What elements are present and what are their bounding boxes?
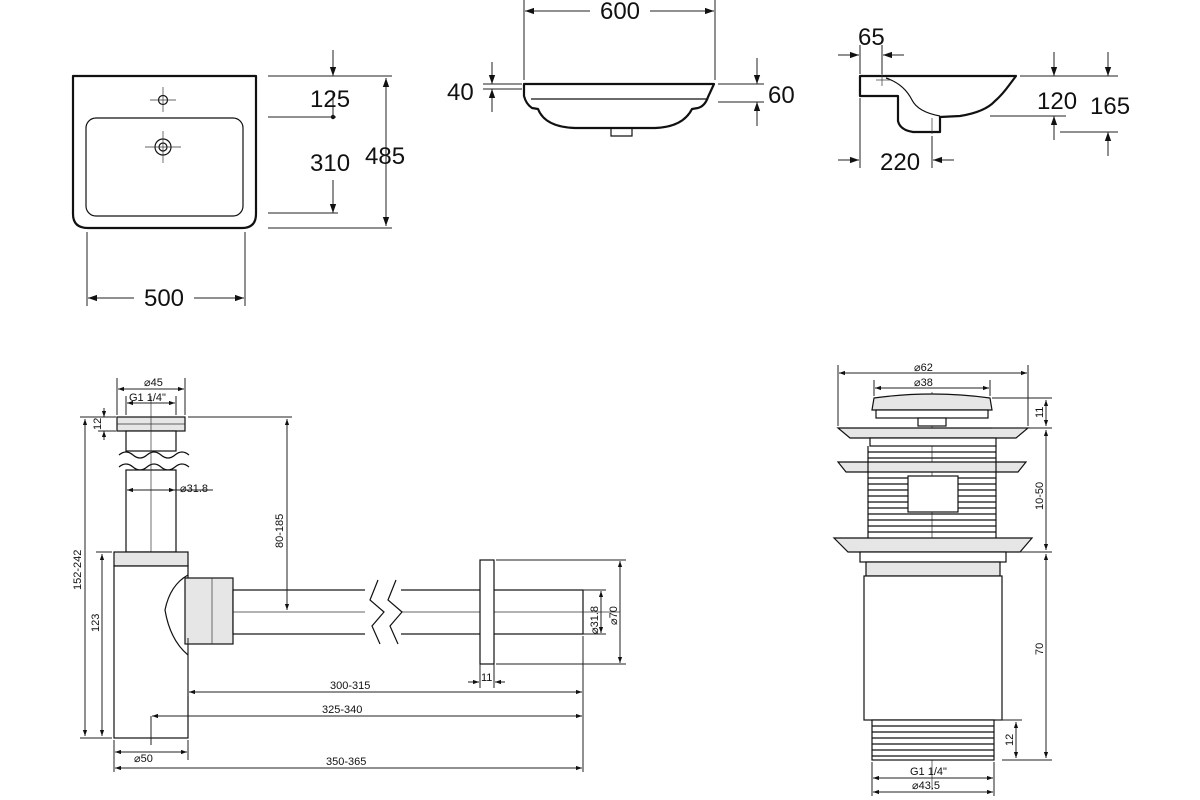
valve-lock-nut (836, 461, 1028, 473)
dim-flange-thickness: 11 (481, 672, 492, 684)
dim-profile-height: 60 (768, 82, 795, 109)
dim-valve-thread: G1 1/4" (910, 766, 947, 778)
dim-rim: 40 (447, 79, 474, 106)
dim-body-length: 70 (1034, 643, 1046, 655)
valve-body (863, 575, 1003, 721)
dim-length-2: 325-340 (322, 704, 362, 716)
dim-flange-diameter: ⌀70 (608, 606, 620, 625)
siphon-body-cap (113, 551, 189, 567)
dim-cap-top-diameter: ⌀38 (914, 377, 933, 389)
siphon-elbow (184, 577, 234, 645)
dim-thread-length: 12 (1004, 734, 1016, 746)
dim-adjust-height: 80-185 (274, 514, 286, 548)
dim-total-depth: 485 (365, 143, 405, 170)
drain-valve-view: ⌀62 ⌀38 11 10-50 70 12 G1 1/4" ⌀43.5 (832, 362, 1052, 796)
dim-length-1: 300-315 (330, 680, 370, 692)
drain-hole-icon (145, 131, 181, 163)
valve-flange (836, 427, 1030, 439)
dim-rim-offset: 65 (858, 24, 885, 51)
dim-profile-width: 600 (600, 0, 640, 25)
dim-drain-offset: 220 (880, 149, 920, 176)
basin-side-outline (858, 74, 1018, 134)
dim-siphon-total-height: 152-242 (72, 550, 84, 590)
dim-cap-diameter: ⌀62 (914, 362, 933, 374)
dim-wall-pipe-diameter: ⌀31.8 (589, 606, 601, 634)
dim-side-total-height: 165 (1090, 93, 1130, 120)
basin-outline (71, 74, 258, 230)
dim-tube-diameter: ⌀31.8 (180, 483, 208, 495)
dim-clamp-range: 10-50 (1034, 482, 1046, 510)
basin-profile-outline (522, 82, 716, 130)
basin-side-view: 65 220 120 165 (838, 24, 1130, 176)
siphon-body (113, 565, 189, 739)
valve-bottom-thread (871, 719, 995, 761)
valve-window (907, 475, 959, 513)
dim-body-height: 123 (90, 614, 102, 632)
tap-hole-icon (150, 87, 176, 112)
dim-length-3: 350-365 (326, 756, 366, 768)
basin-bowl (85, 117, 244, 217)
dim-bowl-height: 120 (1037, 88, 1077, 115)
dim-thread-diameter: ⌀43.5 (912, 780, 940, 792)
dim-width: 500 (144, 285, 184, 312)
valve-cap (871, 393, 993, 411)
siphon-view: ⌀45 G1 1/4" ⌀31.8 12 152-242 123 80-185 … (72, 377, 626, 772)
dim-bowl-depth: 310 (310, 150, 350, 177)
wall-flange (479, 559, 495, 665)
dim-body-diameter: ⌀50 (134, 753, 153, 765)
dim-tap-to-bowl: 125 (310, 86, 350, 113)
basin-front-view: 125 310 485 500 (71, 50, 405, 312)
basin-profile-view: 600 40 60 (447, 0, 795, 137)
valve-lower-flange (832, 537, 1034, 553)
dim-siphon-top-diameter: ⌀45 (144, 377, 163, 389)
dim-siphon-thread: G1 1/4" (129, 392, 166, 404)
dim-nut-height: 12 (92, 418, 104, 430)
dim-cap-height: 11 (1034, 407, 1046, 418)
